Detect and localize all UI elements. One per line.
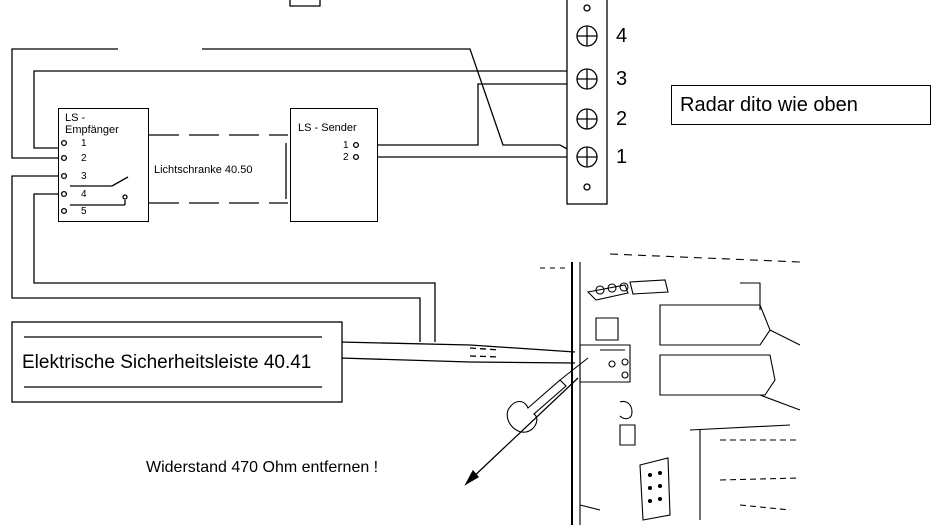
wires xyxy=(11,48,587,364)
safety-edge-label: Elektrische Sicherheitsleiste 40.41 xyxy=(22,352,312,373)
radar-label: Radar dito wie oben xyxy=(680,94,858,116)
sender-box: LS - Sender 1 2 xyxy=(290,108,378,222)
note-arrow xyxy=(464,377,579,486)
sender-pin-label-1: 1 xyxy=(343,140,349,151)
receiver-pin-2: 2 xyxy=(81,153,87,164)
terminal-strip xyxy=(566,0,608,205)
receiver-box: LS - Empfänger 1 2 3 4 5 xyxy=(58,108,149,222)
terminal-number-3: 3 xyxy=(616,68,628,90)
receiver-pin-3: 3 xyxy=(81,171,87,182)
controller-sketch xyxy=(540,253,801,525)
receiver-pin-5: 5 xyxy=(81,206,87,217)
receiver-title: LS - Empfänger xyxy=(65,112,119,136)
safety-edge-frame xyxy=(11,321,343,403)
radar-box: Radar dito wie oben xyxy=(671,85,931,125)
screwdriver xyxy=(506,357,589,433)
terminal-number-4: 4 xyxy=(616,25,628,47)
receiver-pin-1: 1 xyxy=(81,138,87,149)
top-component-fragment xyxy=(289,0,321,7)
receiver-pin-4: 4 xyxy=(81,189,87,200)
sender-pin-label-2: 2 xyxy=(343,152,349,163)
terminal-number-2: 2 xyxy=(616,108,628,130)
sender-title: LS - Sender xyxy=(298,122,357,134)
terminal-number-1: 1 xyxy=(616,146,628,168)
note-text: Widerstand 470 Ohm entfernen ! xyxy=(146,459,379,476)
beam-label: Lichtschranke 40.50 xyxy=(154,164,253,176)
